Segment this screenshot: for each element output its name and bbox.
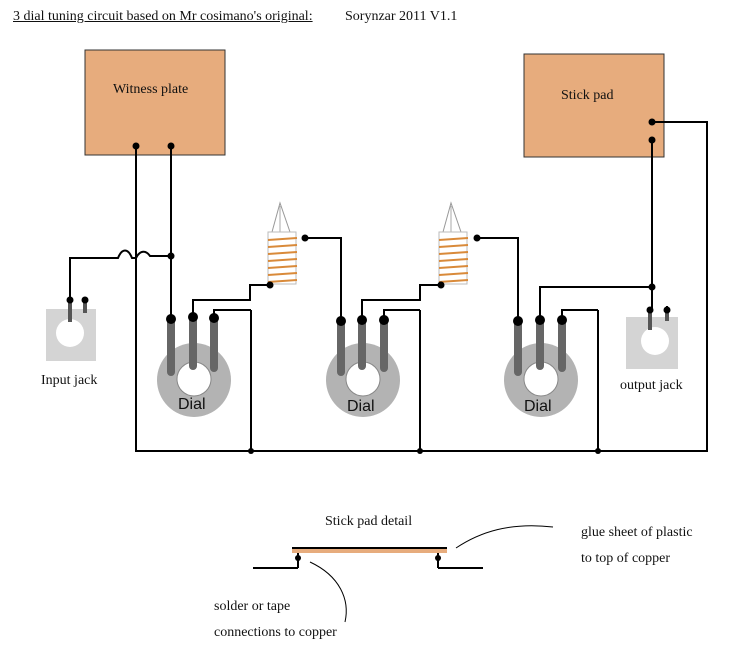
input-jack [46,302,96,361]
page-title: 3 dial tuning circuit based on Mr cosima… [13,9,313,24]
dial-2: Dial [326,316,400,417]
input-jack-label: Input jack [41,373,98,388]
coil-1 [267,201,298,285]
solder-note-line-1: solder or tape [214,599,291,614]
dial-1: Dial [157,313,231,417]
output-jack-label: output jack [620,378,683,393]
witness-plate-label: Witness plate [113,82,189,97]
dial-3: Dial [504,316,578,417]
solder-note-line-2: connections to copper [214,625,337,640]
dial-3-label: Dial [524,398,552,415]
stick-pad [523,53,665,158]
wiring [69,121,708,452]
stick-pad-detail-drawing [253,525,554,623]
witness-plate [84,49,226,156]
glue-note-line-1: glue sheet of plastic [581,525,693,540]
glue-note-line-2: to top of copper [581,551,671,566]
stick-pad-detail-title: Stick pad detail [325,514,413,529]
output-jack [626,310,678,369]
dial-2-label: Dial [347,398,375,415]
coil-2 [438,201,469,285]
junctions [66,118,671,454]
stick-pad-label: Stick pad [561,88,614,103]
dial-1-label: Dial [178,396,206,413]
author-version: Sorynzar 2011 V1.1 [345,9,458,24]
